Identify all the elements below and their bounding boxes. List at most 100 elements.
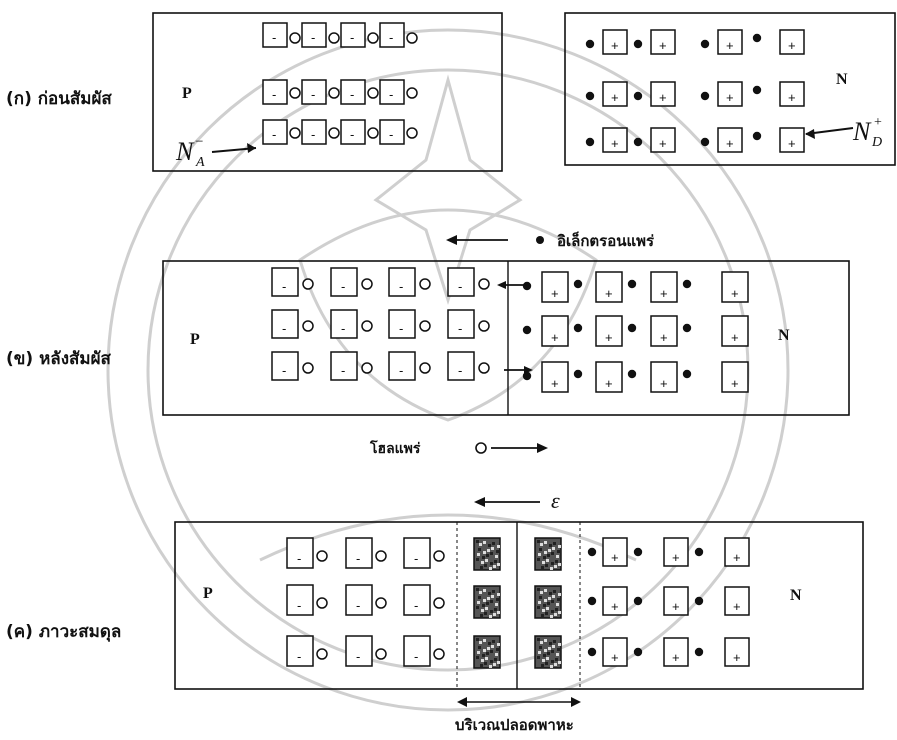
hole	[329, 128, 339, 138]
hole	[303, 363, 313, 373]
ion-texture	[493, 565, 496, 568]
hole	[376, 649, 386, 659]
hole	[290, 33, 300, 43]
electron	[683, 280, 691, 288]
ion-texture	[491, 645, 494, 648]
ion-texture	[548, 647, 551, 650]
ion-texture	[551, 552, 554, 555]
acceptor-sign: -	[389, 127, 393, 142]
ion-texture	[541, 566, 544, 569]
acceptor-sign: -	[272, 87, 276, 102]
electron	[695, 548, 703, 556]
donor-sign: +	[551, 330, 559, 345]
electron	[695, 648, 703, 656]
donor-sign: +	[733, 550, 741, 565]
ion-texture	[487, 549, 490, 552]
ion-texture	[545, 612, 548, 615]
ion-texture	[541, 614, 544, 617]
ion-texture	[553, 542, 556, 545]
ion-texture	[542, 659, 545, 662]
ion-texture	[543, 604, 546, 607]
donor-sign: +	[672, 550, 680, 565]
acceptor-sign: -	[341, 279, 345, 294]
acceptor-sign: -	[350, 87, 354, 102]
ion-texture	[493, 663, 496, 666]
donor-sign: +	[611, 136, 619, 151]
hole	[317, 649, 327, 659]
ion-texture	[485, 607, 488, 610]
acceptor-sign: -	[282, 363, 286, 378]
donor-density-symbol: N	[852, 117, 872, 146]
hole	[434, 649, 444, 659]
ion-texture	[476, 588, 479, 591]
donor-sign: +	[726, 136, 734, 151]
donor-sign: +	[611, 38, 619, 53]
hole	[290, 88, 300, 98]
donor-sub: D	[871, 135, 882, 150]
ion-texture	[544, 551, 547, 554]
ion-texture	[486, 602, 489, 605]
ion-texture	[558, 661, 561, 664]
hole	[362, 321, 372, 331]
hole	[479, 363, 489, 373]
hole	[434, 551, 444, 561]
ion-texture	[476, 540, 479, 543]
ion-texture	[490, 562, 493, 565]
ion-texture	[497, 643, 500, 646]
ion-texture	[484, 662, 487, 665]
acceptor-sign: -	[282, 321, 286, 336]
ion-texture	[538, 601, 541, 604]
hole	[303, 321, 313, 331]
hole	[420, 279, 430, 289]
ion-texture	[482, 604, 485, 607]
ion-texture	[537, 588, 540, 591]
donor-sign: +	[659, 38, 667, 53]
ion-texture	[556, 603, 559, 606]
electron	[634, 597, 642, 605]
ion-texture	[544, 599, 547, 602]
ion-texture	[482, 654, 485, 657]
ion-texture	[547, 602, 550, 605]
ion-texture	[545, 662, 548, 665]
n-region-label-a: N	[836, 71, 848, 88]
ion-texture	[476, 606, 479, 609]
electron	[586, 138, 594, 146]
hole	[317, 551, 327, 561]
electron	[634, 648, 642, 656]
p-region-label-c: P	[203, 585, 213, 602]
ion-texture	[488, 592, 491, 595]
acceptor-sign: -	[399, 321, 403, 336]
donor-grid-b: ++++++++++++	[523, 272, 748, 392]
electron	[695, 597, 703, 605]
panel-b-label: (ข) หลังสัมผัส	[6, 349, 112, 369]
ion-texture	[479, 591, 482, 594]
ion-texture	[490, 552, 493, 555]
ion-texture	[539, 646, 542, 649]
ion-texture	[480, 566, 483, 569]
ion-texture	[537, 638, 540, 641]
electron	[634, 92, 642, 100]
ion-texture	[477, 553, 480, 556]
hole	[407, 128, 417, 138]
donor-sign: +	[731, 286, 739, 301]
ion-texture	[551, 610, 554, 613]
ion-texture	[558, 611, 561, 614]
ion-texture	[556, 555, 559, 558]
hole	[368, 88, 378, 98]
ion-texture	[537, 606, 540, 609]
ion-texture	[537, 656, 540, 659]
ion-texture	[478, 596, 481, 599]
ion-texture	[482, 556, 485, 559]
ion-texture	[553, 590, 556, 593]
ion-texture	[492, 590, 495, 593]
ion-texture	[539, 596, 542, 599]
ion-texture	[494, 658, 497, 661]
hole	[303, 279, 313, 289]
donor-sign: +	[672, 599, 680, 614]
ion-texture	[548, 549, 551, 552]
acceptor-sub: A	[195, 155, 205, 170]
hole	[329, 33, 339, 43]
ion-texture	[497, 563, 500, 566]
ion-texture	[478, 548, 481, 551]
depletion-region-label: บริเวณปลอดพาหะ	[455, 716, 574, 734]
